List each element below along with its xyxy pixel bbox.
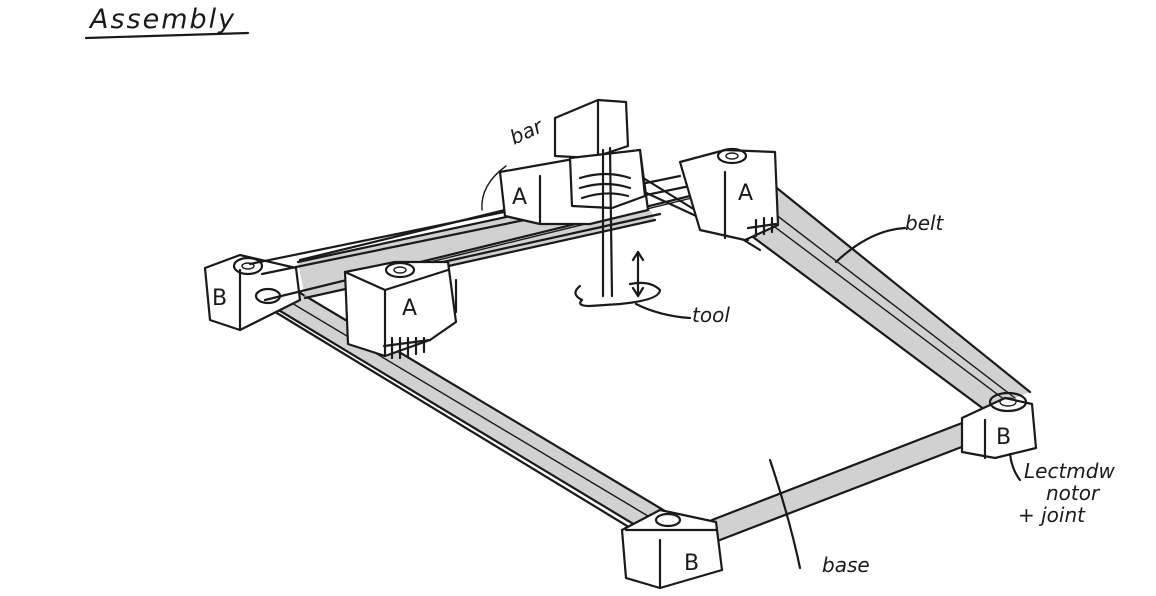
label-stepper-line3: + joint — [1018, 503, 1086, 527]
label-stepper-line2: notor — [1046, 481, 1101, 505]
tool-tip — [575, 283, 660, 306]
block-label-b: B — [684, 551, 699, 576]
carriage-back-right: A — [680, 149, 778, 240]
label-belt: belt — [905, 211, 945, 235]
front-rail-shading — [712, 418, 985, 540]
carriage-front-left: A — [345, 262, 456, 358]
block-label-a: A — [738, 181, 753, 206]
label-bar: bar — [506, 113, 548, 150]
label-tool: tool — [692, 303, 730, 327]
block-label-b: B — [212, 286, 227, 311]
corner-block-front-right: B — [962, 393, 1036, 458]
label-stepper-line1: Lectmdw — [1024, 459, 1115, 483]
diagram-title: Assembly — [88, 4, 236, 35]
block-label-b: B — [996, 425, 1011, 450]
stepper-motor-icon — [384, 338, 430, 358]
label-base: base — [822, 553, 870, 577]
block-label-a: A — [402, 296, 417, 321]
block-label-a: A — [512, 185, 527, 210]
corner-block-front-left: B — [622, 510, 722, 588]
